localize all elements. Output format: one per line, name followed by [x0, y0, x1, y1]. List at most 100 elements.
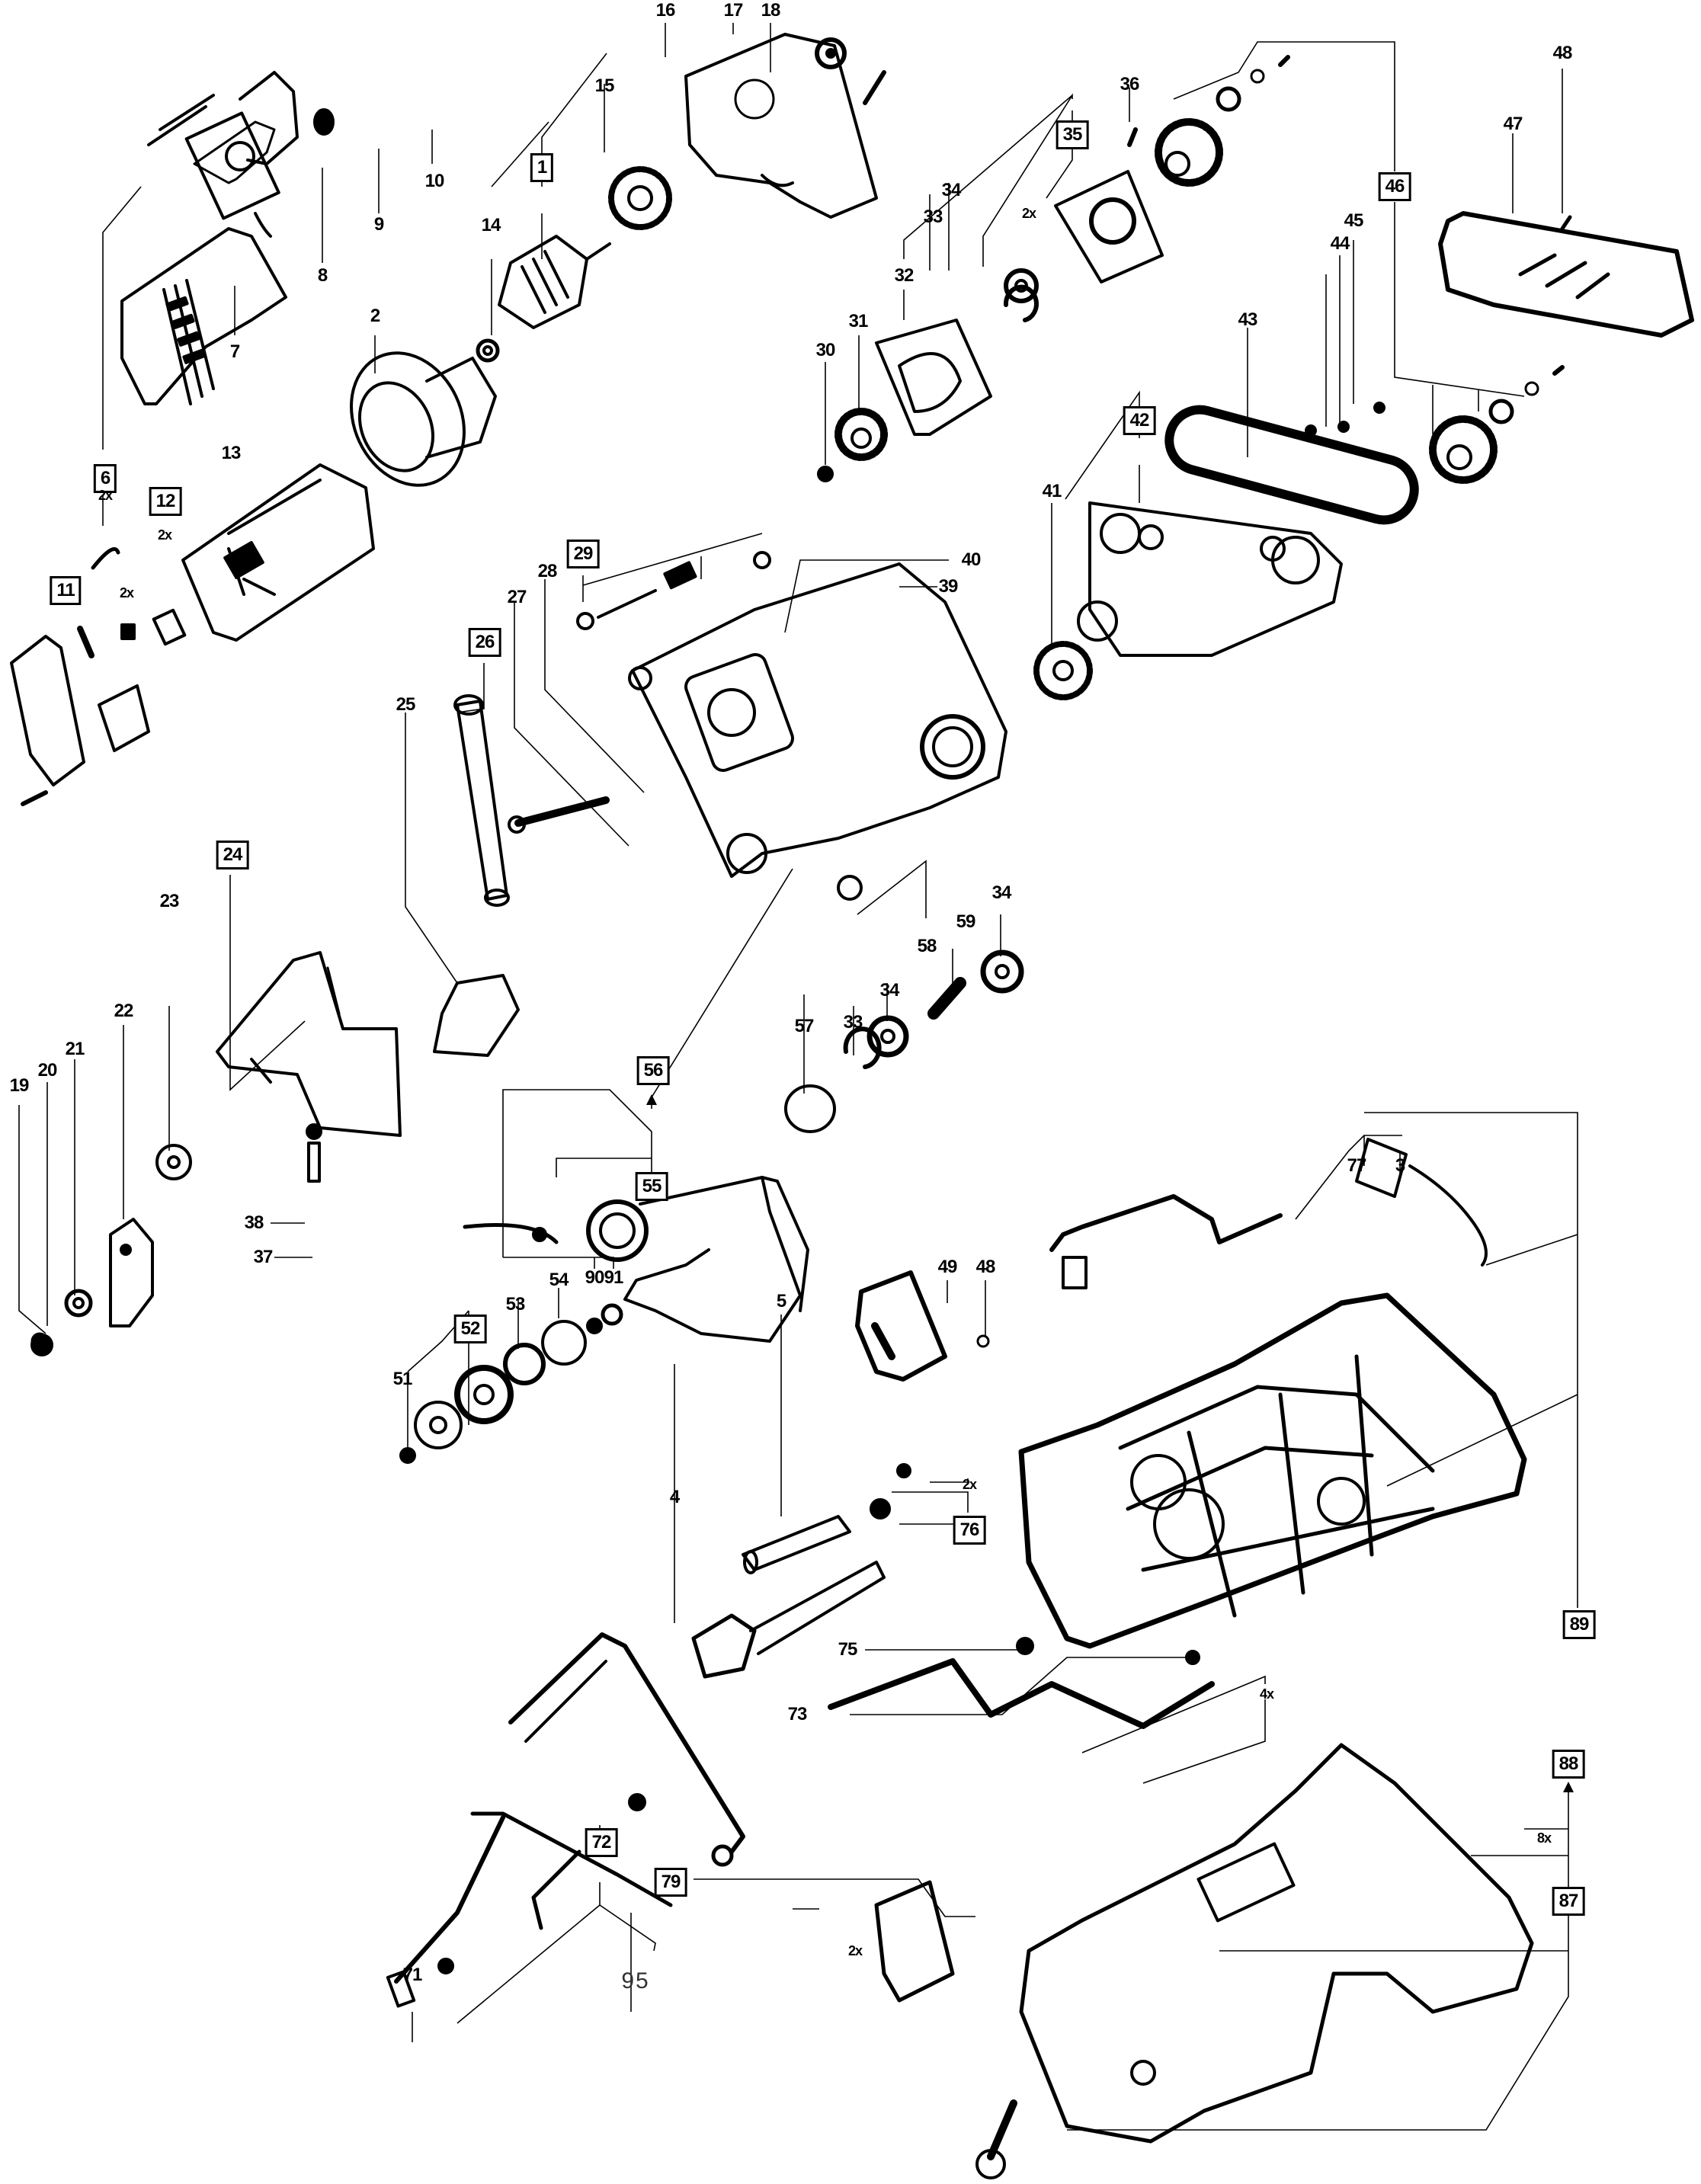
part-label-42[interactable]: 42	[1123, 406, 1156, 435]
part-label-36[interactable]: 36	[1120, 74, 1140, 94]
part-label-20[interactable]: 20	[37, 1060, 58, 1081]
part-label-9[interactable]: 9	[373, 214, 384, 235]
part-label-12[interactable]: 12	[149, 487, 182, 516]
part-label-10[interactable]: 10	[424, 171, 445, 191]
part-label-39[interactable]: 39	[938, 576, 959, 597]
part-89-base-frame	[1018, 1292, 1527, 1649]
part-label-52[interactable]: 52	[453, 1315, 487, 1343]
part-label-45[interactable]: 45	[1344, 210, 1364, 231]
part-label-16[interactable]: 16	[655, 0, 676, 21]
part-label-79[interactable]: 79	[654, 1868, 687, 1897]
part-59-shaft	[927, 977, 966, 1020]
part-label-31[interactable]: 31	[848, 311, 869, 331]
part-38-washer	[306, 1123, 322, 1140]
part-label-90[interactable]: 90	[585, 1267, 605, 1288]
part-label-29[interactable]: 29	[566, 540, 600, 568]
quantity-label: 4x	[1259, 1686, 1274, 1702]
part-56-blade-guard	[586, 1176, 809, 1343]
part-8-switch-module	[147, 94, 280, 220]
part-label-51[interactable]: 51	[392, 1369, 413, 1389]
part-label-33[interactable]: 33	[923, 207, 943, 227]
part-label-7[interactable]: 7	[229, 341, 240, 362]
part-label-11[interactable]: 11	[50, 576, 82, 605]
part-label-35[interactable]: 35	[1056, 120, 1089, 149]
part-label-38[interactable]: 38	[244, 1212, 264, 1233]
part-label-91[interactable]: 91	[604, 1267, 624, 1288]
part-48-screw-top	[1560, 215, 1572, 231]
part-label-89[interactable]: 89	[1562, 1610, 1596, 1639]
part-75-pin	[1016, 1637, 1034, 1655]
part-label-1[interactable]: 1	[530, 153, 554, 182]
part-label-28[interactable]: 28	[537, 561, 558, 581]
part-label-8[interactable]: 8	[317, 265, 328, 286]
part-label-95[interactable]: 95	[621, 1968, 650, 1993]
part-31-gear	[834, 408, 888, 461]
part-label-88[interactable]: 88	[1552, 1750, 1585, 1779]
part-label-23[interactable]: 23	[159, 891, 180, 911]
part-label-6[interactable]: 6	[93, 464, 117, 493]
part-label-13[interactable]: 13	[221, 443, 242, 463]
quantity-label: 8x	[1536, 1830, 1552, 1846]
part-label-4[interactable]: 4	[669, 1487, 680, 1507]
part-label-43[interactable]: 43	[1238, 309, 1258, 330]
part-55-lever	[463, 1223, 559, 1244]
part-label-53[interactable]: 53	[505, 1294, 526, 1315]
part-label-27[interactable]: 27	[507, 587, 527, 607]
part-90-washer	[586, 1318, 603, 1334]
part-label-5[interactable]: 5	[776, 1291, 786, 1311]
part-label-40[interactable]: 40	[961, 549, 982, 570]
part-label-22[interactable]: 22	[114, 1001, 134, 1021]
part-label-19[interactable]: 19	[9, 1075, 30, 1096]
part-36-screw	[1127, 127, 1138, 147]
part-label-55[interactable]: 55	[635, 1172, 668, 1201]
part-label-71[interactable]: 71	[402, 1965, 423, 1985]
part-label-73[interactable]: 73	[787, 1704, 808, 1724]
part-label-2[interactable]: 2	[370, 306, 380, 326]
part-label-44[interactable]: 44	[1330, 233, 1350, 254]
part-label-59[interactable]: 59	[956, 911, 976, 932]
part-label-75[interactable]: 75	[838, 1639, 858, 1660]
part-label-87[interactable]: 87	[1552, 1887, 1585, 1916]
part-label-26[interactable]: 26	[468, 628, 501, 657]
part-51-nut	[399, 1447, 416, 1464]
part-2-stator	[350, 351, 497, 487]
part-label-15[interactable]: 15	[594, 75, 615, 96]
part-label-32[interactable]: 32	[894, 265, 915, 286]
part-label-17[interactable]: 17	[723, 0, 744, 21]
part-29-spring-set	[576, 551, 771, 630]
part-label-76[interactable]: 76	[953, 1516, 986, 1545]
part-label-72[interactable]: 72	[585, 1828, 618, 1857]
part-79-cover-plate	[874, 1880, 955, 2003]
part-label-49[interactable]: 49	[937, 1257, 958, 1277]
part-label-77[interactable]: 77	[1347, 1155, 1367, 1176]
quantity-label: 2x	[962, 1477, 977, 1492]
part-73-bar	[828, 1658, 1215, 1729]
part-label-58[interactable]: 58	[917, 936, 937, 956]
part-19-nut	[30, 1334, 53, 1356]
part-34b-bearing	[867, 1015, 909, 1058]
part-label-37[interactable]: 37	[253, 1247, 274, 1267]
part-label-41[interactable]: 41	[1042, 481, 1062, 501]
part-label-3[interactable]: 3	[1395, 1155, 1405, 1176]
part-label-24[interactable]: 24	[216, 841, 249, 869]
part-label-56[interactable]: 56	[636, 1056, 670, 1085]
part-label-46[interactable]: 46	[1378, 172, 1411, 201]
part-label-48-top[interactable]: 48	[1552, 43, 1573, 63]
part-label-34[interactable]: 34	[941, 180, 962, 200]
part-label-33b[interactable]: 33	[843, 1012, 863, 1033]
part-label-21[interactable]: 21	[65, 1039, 85, 1059]
part-label-47[interactable]: 47	[1503, 114, 1523, 134]
part-label-48[interactable]: 48	[975, 1257, 996, 1277]
part-12-brush	[120, 608, 187, 646]
part-label-57[interactable]: 57	[794, 1016, 815, 1036]
part-label-30[interactable]: 30	[815, 340, 836, 360]
part-label-18[interactable]: 18	[761, 0, 781, 21]
part-label-34b[interactable]: 34	[879, 980, 900, 1001]
part-52-flange	[414, 1401, 463, 1449]
part-label-54[interactable]: 54	[549, 1270, 569, 1290]
leader-lines	[18, 23, 1578, 2131]
part-label-34c[interactable]: 34	[991, 882, 1012, 903]
part-label-14[interactable]: 14	[481, 215, 501, 235]
part-25-chute	[433, 974, 520, 1057]
part-label-25[interactable]: 25	[396, 694, 416, 715]
